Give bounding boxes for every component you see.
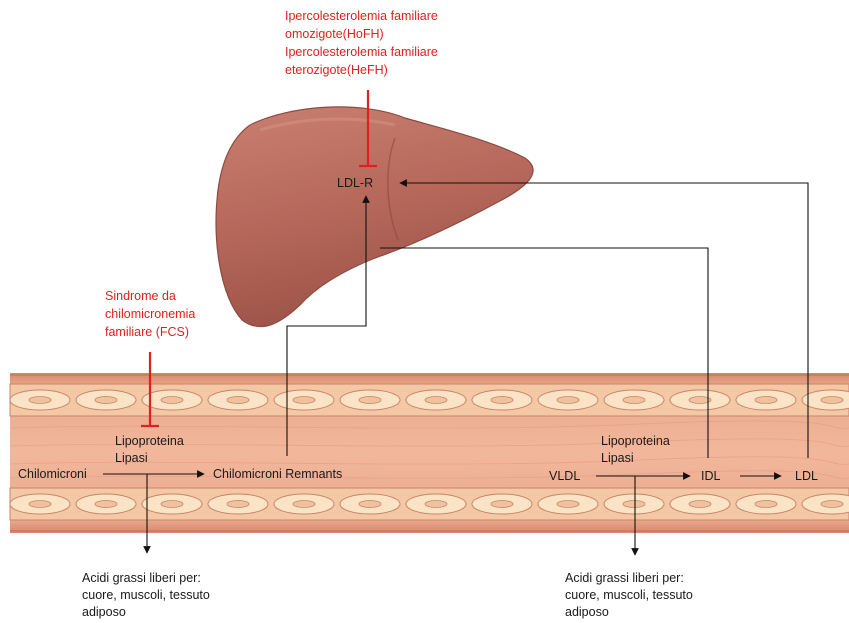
cell-nucleus [557,501,579,508]
fatty-acids-right-3: adiposo [565,604,609,621]
cell-nucleus [227,397,249,404]
cell-nucleus [755,501,777,508]
fatty-acids-left-3: adiposo [82,604,126,621]
cell-nucleus [95,501,117,508]
liver [216,107,533,327]
fatty-acids-right-1: Acidi grassi liberi per: [565,570,684,587]
cell-nucleus [161,501,183,508]
cell-nucleus [293,501,315,508]
cell-nucleus [425,397,447,404]
lipase-left-2: Lipasi [115,450,148,467]
cell-nucleus [95,397,117,404]
fatty-acids-left-1: Acidi grassi liberi per: [82,570,201,587]
fatty-acids-left-2: cuore, muscoli, tessuto [82,587,210,604]
lipase-right-2: Lipasi [601,450,634,467]
vldl-label: VLDL [549,468,580,485]
cell-nucleus [161,397,183,404]
hofh-label-1: Ipercolesterolemia familiare [285,8,438,25]
cell-nucleus [29,501,51,508]
cell-nucleus [425,501,447,508]
chylomicrons-label: Chilomicroni [18,466,87,483]
lipase-right-1: Lipoproteina [601,433,670,450]
cell-nucleus [623,397,645,404]
cell-nucleus [689,501,711,508]
liver-shape [216,107,533,327]
hofh-label-2: omozigote(HoFH) [285,26,384,43]
fcs-label-3: familiare (FCS) [105,324,189,341]
cell-nucleus [29,397,51,404]
fatty-acids-right-2: cuore, muscoli, tessuto [565,587,693,604]
cell-nucleus [821,397,843,404]
fcs-label-2: chilomicronemia [105,306,195,323]
cell-nucleus [821,501,843,508]
chylomicron-remnants-label: Chilomicroni Remnants [213,466,342,483]
idl-label: IDL [701,468,720,485]
ldl-receptor-label: LDL-R [337,175,373,192]
cell-nucleus [293,397,315,404]
lipase-left-1: Lipoproteina [115,433,184,450]
hefh-label-1: Ipercolesterolemia familiare [285,44,438,61]
cell-nucleus [491,397,513,404]
ldl-label: LDL [795,468,818,485]
cell-nucleus [359,501,381,508]
hefh-label-2: eterozigote(HeFH) [285,62,388,79]
fcs-label-1: Sindrome da [105,288,176,305]
cell-nucleus [557,397,579,404]
cell-nucleus [359,397,381,404]
cell-nucleus [491,501,513,508]
cell-nucleus [623,501,645,508]
cell-nucleus [755,397,777,404]
cell-nucleus [227,501,249,508]
